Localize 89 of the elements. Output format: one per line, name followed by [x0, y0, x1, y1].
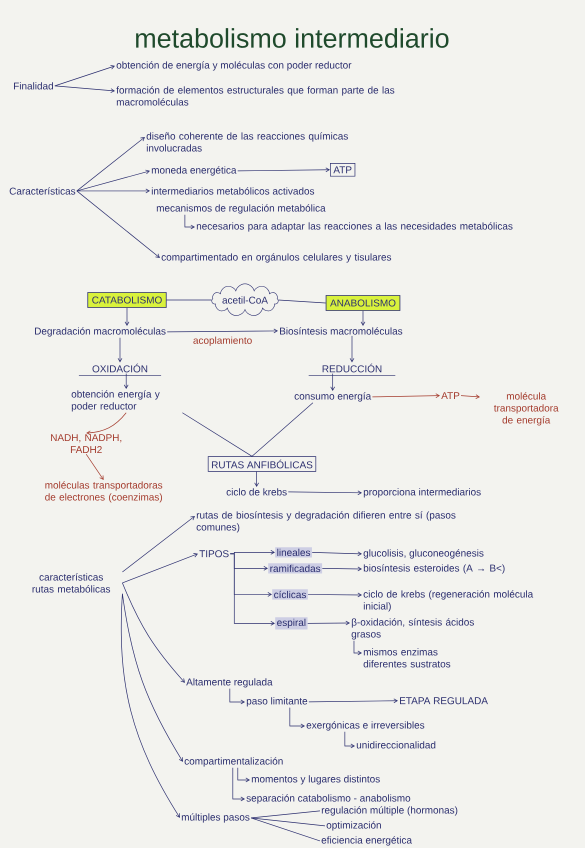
arrow — [76, 170, 150, 192]
arrow — [322, 566, 362, 572]
highlighted-term: ramificadas — [268, 563, 322, 574]
note-text: Altamente regulada — [186, 678, 273, 688]
note-text: características rutas metabólicas — [32, 573, 110, 593]
note-text: regulación múltiple (hormonas) — [322, 806, 458, 816]
highlighted-box: CATABOLISMO — [87, 292, 167, 308]
arrow — [229, 688, 245, 704]
note-text: mecanismos de regulación metabólica — [156, 204, 326, 214]
note-text: optimización — [326, 821, 381, 831]
arrow — [166, 328, 278, 334]
note-text: separación catabolismo - anabolismo — [246, 794, 410, 804]
highlighted-box: ANABOLISMO — [326, 295, 400, 311]
arrow — [122, 593, 183, 762]
arrow — [288, 490, 362, 496]
arrow — [312, 551, 362, 556]
arrow — [232, 767, 245, 802]
arrow — [237, 167, 330, 172]
arrow — [120, 593, 180, 818]
arrow — [307, 620, 350, 626]
highlighted-term: cíclicas — [272, 589, 308, 600]
note-text: compartimentalización — [184, 757, 283, 767]
note-text: compartimentado en orgánulos celulares y tisulares — [162, 253, 392, 263]
note-text: ATP — [441, 392, 460, 400]
title: metabolismo intermediario — [136, 28, 448, 48]
arrow — [184, 214, 195, 230]
arrow — [330, 373, 336, 391]
note-text: molécula transportadora de energía — [494, 392, 559, 426]
arrow — [54, 64, 115, 86]
arrow — [230, 553, 275, 626]
arrow — [76, 190, 160, 258]
note-text: intermediarios metabólicos activados — [152, 187, 314, 195]
note-text: ciclo de krebs (regeneración molécula inicial) — [364, 590, 534, 612]
note-text: obtención de energía y moléculas con poder reductor — [116, 61, 352, 71]
underlined-heading: REDUCCIÓN — [308, 364, 396, 376]
boxed-term: ATP — [330, 163, 356, 177]
note-text: formación de elementos estructurales que forman parte de las macromoléculas — [116, 86, 394, 106]
arrow — [76, 188, 150, 194]
note-text: ETAPA REGULADA — [400, 697, 488, 704]
arrow — [372, 393, 440, 398]
arrow — [308, 592, 362, 598]
note-text: Finalidad — [14, 82, 53, 90]
arrow — [289, 707, 305, 728]
boxed-term: RUTAS ANFIBÓLICAS — [208, 456, 316, 472]
note-text: unidireccionalidad — [356, 741, 436, 748]
highlighted-term: lineales — [275, 547, 312, 558]
note-text: consumo energía — [294, 392, 372, 402]
note-text: paso limitante — [246, 697, 308, 706]
note-text: TIPOS — [199, 550, 229, 558]
arrow — [124, 308, 130, 326]
note-text: Degradación macromoléculas — [35, 327, 166, 337]
arrow — [344, 731, 355, 748]
arrow — [122, 582, 185, 683]
highlighted-term: espiral — [275, 617, 308, 630]
arrow — [118, 337, 122, 362]
note-text: biosíntesis esteroides (A → B<) — [364, 564, 505, 574]
note-text: necesarios para adaptar las reacciones a las necesidades metabólicas — [196, 222, 513, 232]
arrow — [122, 553, 198, 584]
arrow — [308, 698, 398, 704]
note-text: NADH, NADPH, FADH2 — [51, 434, 122, 453]
note-text: diseño coherente de las reacciones químicas involucradas — [146, 132, 348, 152]
note-text: mismos enzimas diferentes sustratos — [364, 648, 450, 668]
note-text: múltiples pasos — [182, 813, 250, 823]
arrow — [124, 373, 129, 389]
edge-label: acoplamiento — [192, 336, 254, 347]
note-text: moneda energética — [152, 166, 236, 176]
note-text: momentos y lugares distintos — [252, 775, 380, 784]
note-text: rutas de biosíntesis y degradación difieren entre sí (pasos comunes) — [196, 511, 456, 533]
note-text: Biosíntesis macromoléculas — [280, 327, 402, 335]
arrow — [54, 86, 115, 93]
arrow — [86, 412, 127, 436]
underlined-heading: OXIDACIÓN — [78, 364, 162, 376]
arrow — [350, 335, 354, 362]
arrow — [354, 640, 362, 656]
arrow — [86, 454, 104, 480]
note-text: glucolisis, gluconeogénesis — [364, 549, 484, 559]
note-text: eficiencia energética — [322, 836, 412, 846]
note-text: proporciona intermediarios — [364, 488, 481, 498]
arrow — [237, 767, 250, 782]
arrow — [76, 136, 145, 192]
arrow — [460, 394, 480, 400]
note-text: exergónicas e irreversibles — [306, 721, 424, 731]
note-text: moléculas transportadoras de electrones (coenzimas) — [45, 481, 162, 503]
note-text: Características — [10, 187, 76, 195]
note-text: ciclo de krebs — [226, 488, 287, 496]
note-text: obtención energía y poder reductor — [72, 390, 160, 412]
arrow — [360, 310, 366, 326]
arrow — [122, 516, 195, 572]
arrow — [254, 471, 259, 487]
